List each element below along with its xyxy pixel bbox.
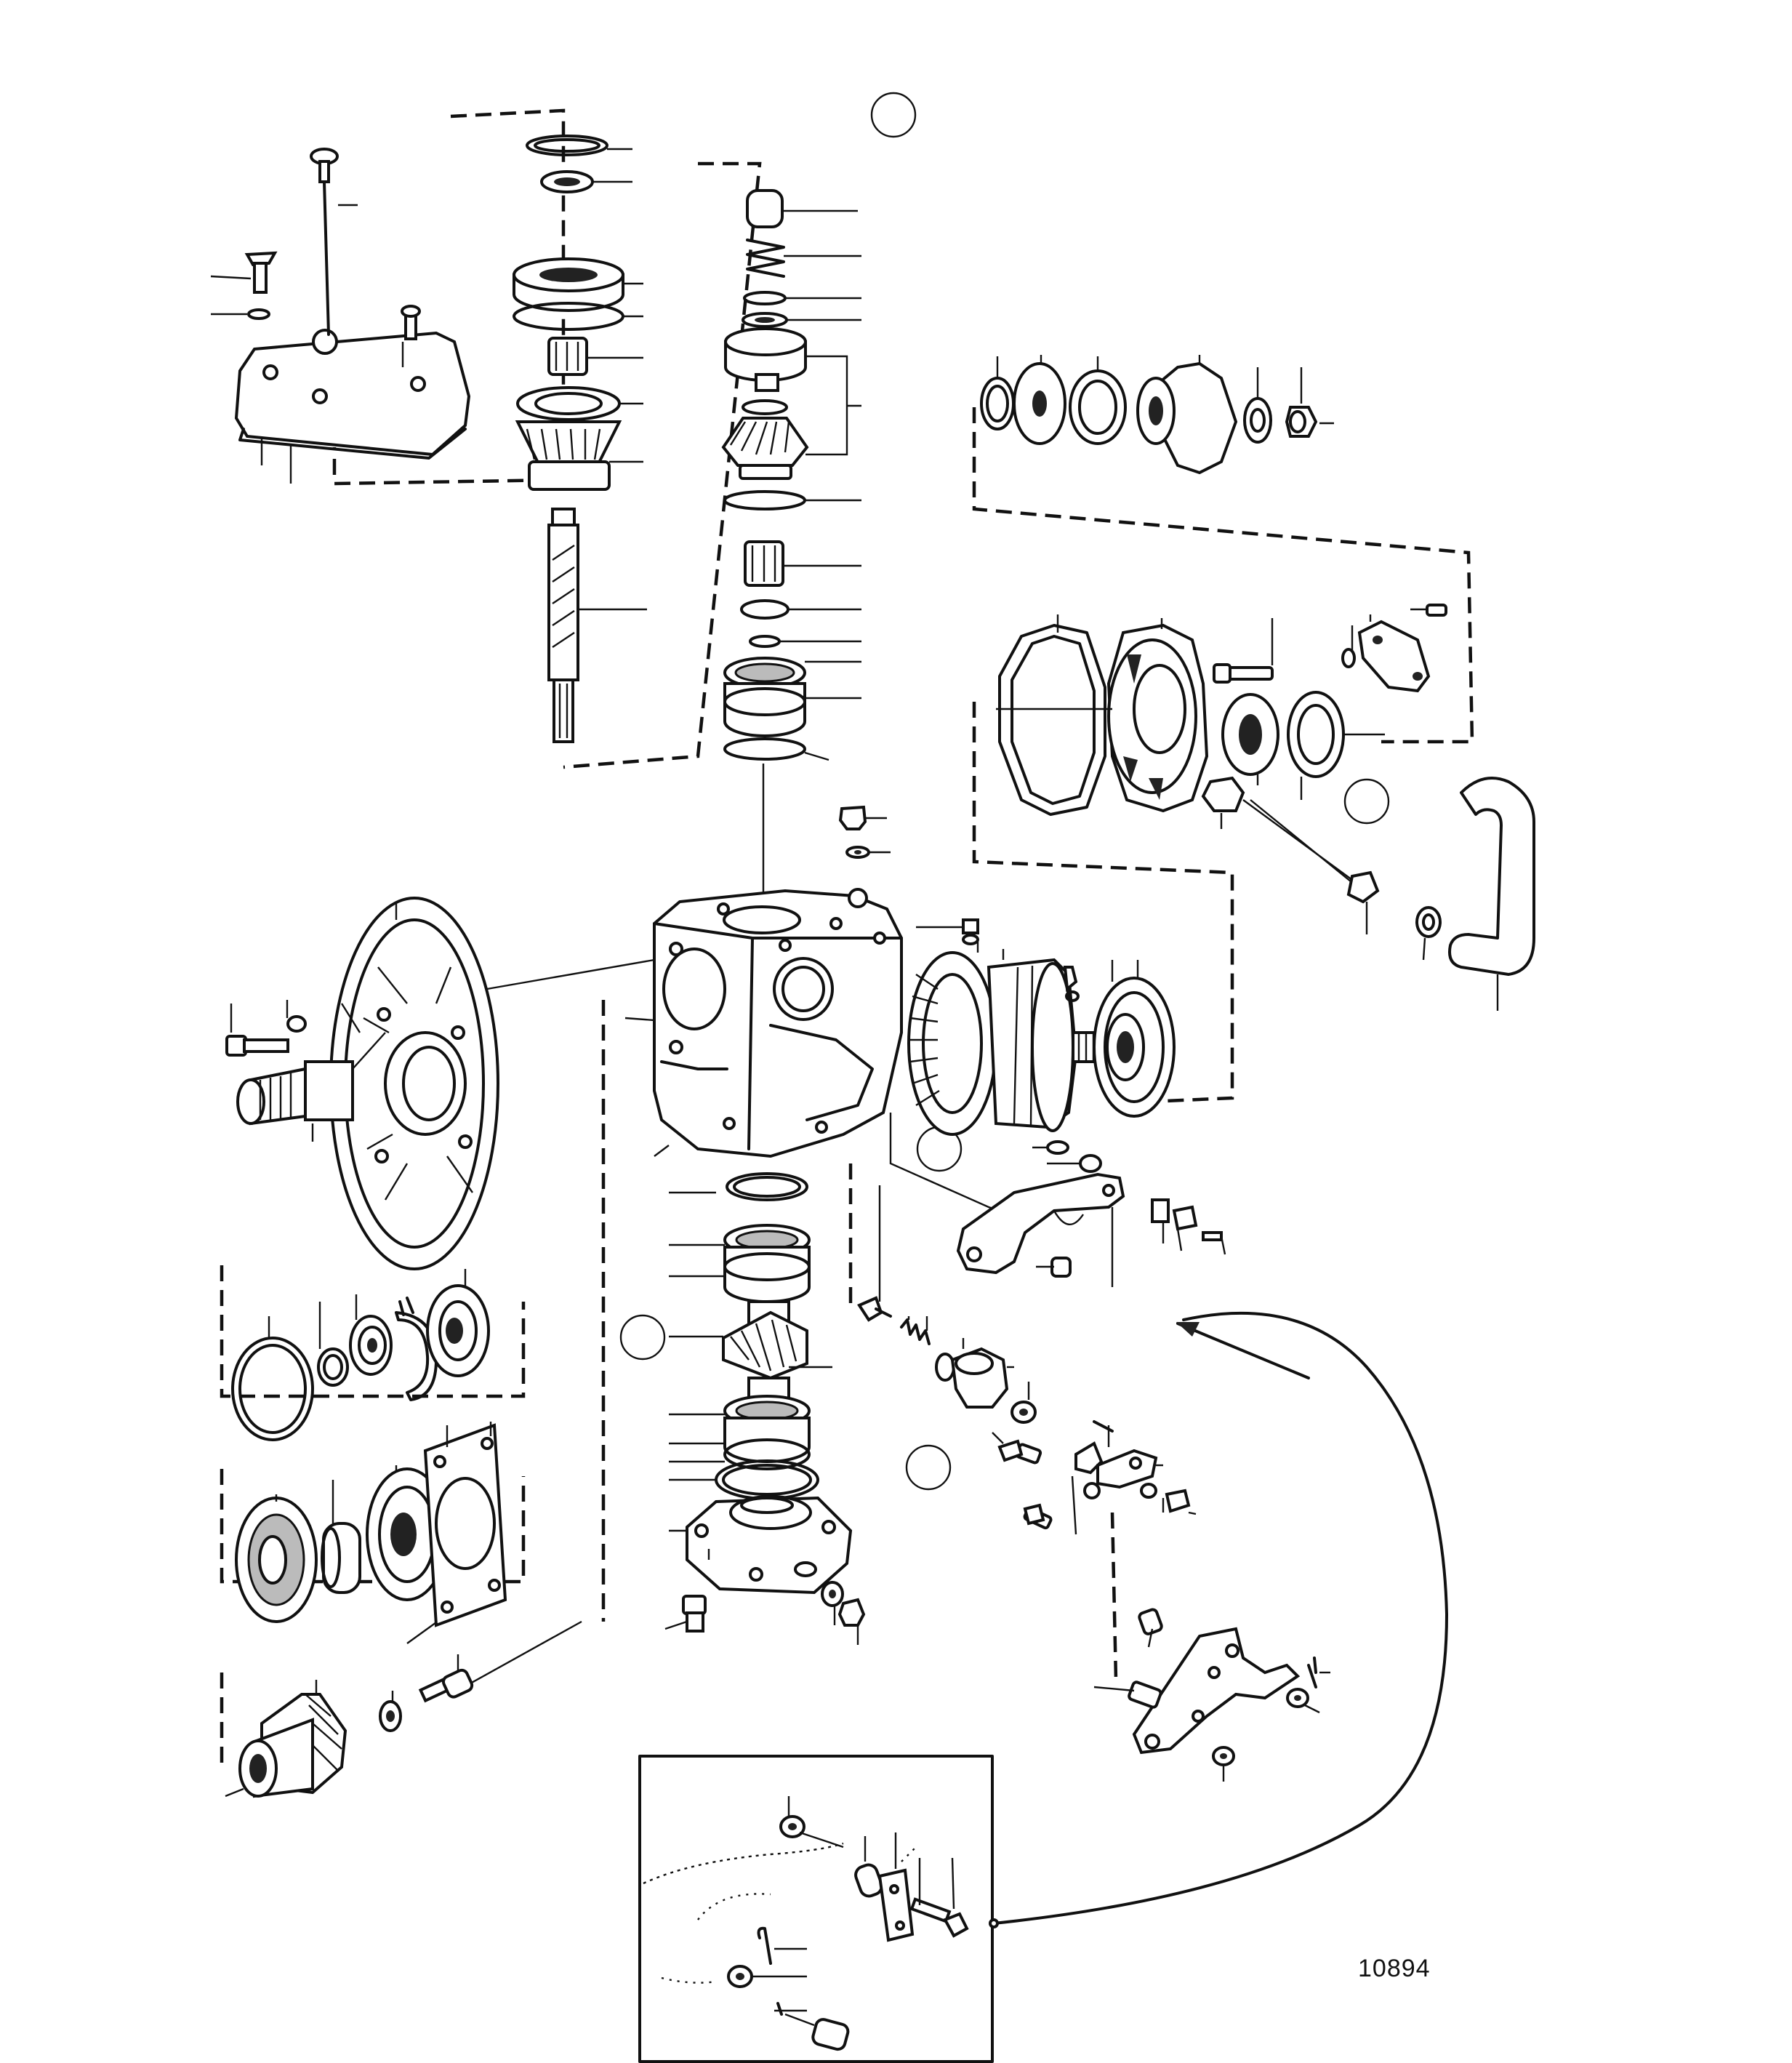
drawing-number: 10894 (1358, 1955, 1431, 1982)
shift-linkage (857, 1140, 1330, 1782)
upper-shaft-stack (513, 135, 647, 743)
drive-flange (225, 897, 499, 1270)
reference-circles (619, 92, 1390, 1491)
ring-gear-assembly (907, 918, 1176, 1136)
cover-plate-assembly (210, 148, 471, 484)
detail-inset (638, 1755, 994, 2063)
reference-arrows (989, 1312, 1448, 1928)
gear-housing (653, 805, 903, 1158)
bevel-gear-group (225, 1654, 474, 1798)
lower-shaft-stack (664, 1172, 866, 1645)
assembly-solid-lines (406, 708, 1367, 1696)
side-cover-assembly (996, 604, 1535, 1011)
ref-circle (905, 1444, 952, 1491)
seal-ring-group (231, 1269, 490, 1441)
ref-circle (619, 1314, 666, 1361)
output-flange-row (980, 355, 1334, 475)
ref-circle (870, 92, 917, 138)
lower-shaft-stack-top (721, 189, 861, 761)
bearing-group (235, 1422, 507, 1627)
ref-circle (1343, 778, 1390, 825)
